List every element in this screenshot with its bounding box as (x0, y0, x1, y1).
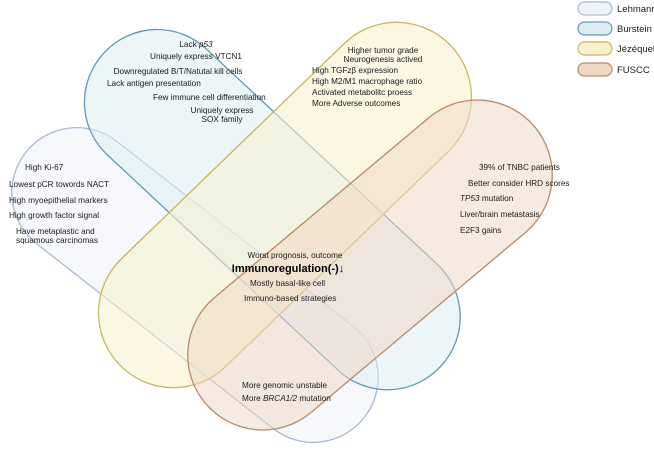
fuscc-line: E2F3 gains (460, 226, 501, 235)
fuscc-set (187, 99, 553, 431)
lehmann-annotations: High Ki-67 Lowest pCR towords NACT High … (9, 163, 109, 245)
bottom-annotations: More genomic unstable More BRCA1/2 mutat… (242, 381, 331, 403)
lehmann-line: Have metaplastic and (16, 227, 95, 236)
jezequel-line: High M2/M1 macrophage ratio (312, 77, 423, 86)
burstein-annotations: Lack p53 Uniquely express VTCN1 Downregu… (107, 40, 266, 124)
jezequel-annotations: Higher tumor grade Neurogenesis actived … (312, 46, 423, 108)
burstein-line: Uniquely express (191, 106, 254, 115)
fuscc-line: 39% of TNBC patients (479, 163, 560, 172)
burstein-line: Few immune cell differentiation (153, 93, 266, 102)
burstein-line: Downregulated B/T/Natutal kill cells (114, 67, 243, 76)
lehmann-line: High growth factor signal (9, 211, 99, 220)
lehmann-line: squamous carcinomas (16, 236, 98, 245)
burstein-line: SOX family (202, 115, 244, 124)
legend-label-lehmann: Lehmann (617, 4, 654, 15)
jezequel-line: Neurogenesis actived (344, 55, 423, 64)
legend-label-burstein: Burstein (617, 24, 652, 35)
legend-item-fuscc: FUSCC (577, 62, 650, 77)
lehmann-line: High Ki-67 (25, 163, 64, 172)
bottom-line: More genomic unstable (242, 381, 328, 390)
jezequel-line: More Adverse outcomes (312, 99, 400, 108)
fuscc-tp53-mutation: TP53 mutation (460, 194, 514, 203)
lehmann-line: Lowest pCR towords NACT (9, 180, 109, 189)
jezequel-line: Higher tumor grade (348, 46, 419, 55)
legend-item-lehmann: Lehmann (577, 1, 654, 16)
center-line: Immuno-based strategies (244, 294, 336, 303)
center-annotations: Worst prognosis, outcome Immunoregulatio… (232, 251, 344, 303)
fuscc-line: Better consider HRD scores (468, 179, 569, 188)
legend-item-burstein: Burstein (577, 21, 652, 36)
legend-label-jezequel: Jézéquel (617, 44, 654, 55)
burstein-line: Lack antigen presentation (107, 79, 201, 88)
fuscc-annotations: 39% of TNBC patients Better consider HRD… (460, 163, 569, 235)
center-title: Immunoregulation(-)↓ (232, 263, 344, 275)
bottom-brca-mutation: More BRCA1/2 mutation (242, 394, 331, 403)
fuscc-line: Liver/brain metastasis (460, 210, 540, 219)
lehmann-line: High myoepithelial markers (9, 196, 108, 205)
jezequel-line: Activated metabolitc proess (312, 88, 412, 97)
jezequel-line: High TGFzβ expression (312, 66, 398, 75)
legend-label-fuscc: FUSCC (617, 65, 650, 76)
legend: Lehmann Burstein Jézéquel FUSCC (577, 1, 654, 77)
center-line: Mostly basal-like cell (250, 279, 325, 288)
center-line: Worst prognosis, outcome (248, 251, 343, 260)
burstein-lack-p53: Lack p53 (179, 40, 213, 49)
burstein-line: Uniquely express VTCN1 (150, 52, 242, 61)
legend-item-jezequel: Jézéquel (577, 41, 654, 56)
